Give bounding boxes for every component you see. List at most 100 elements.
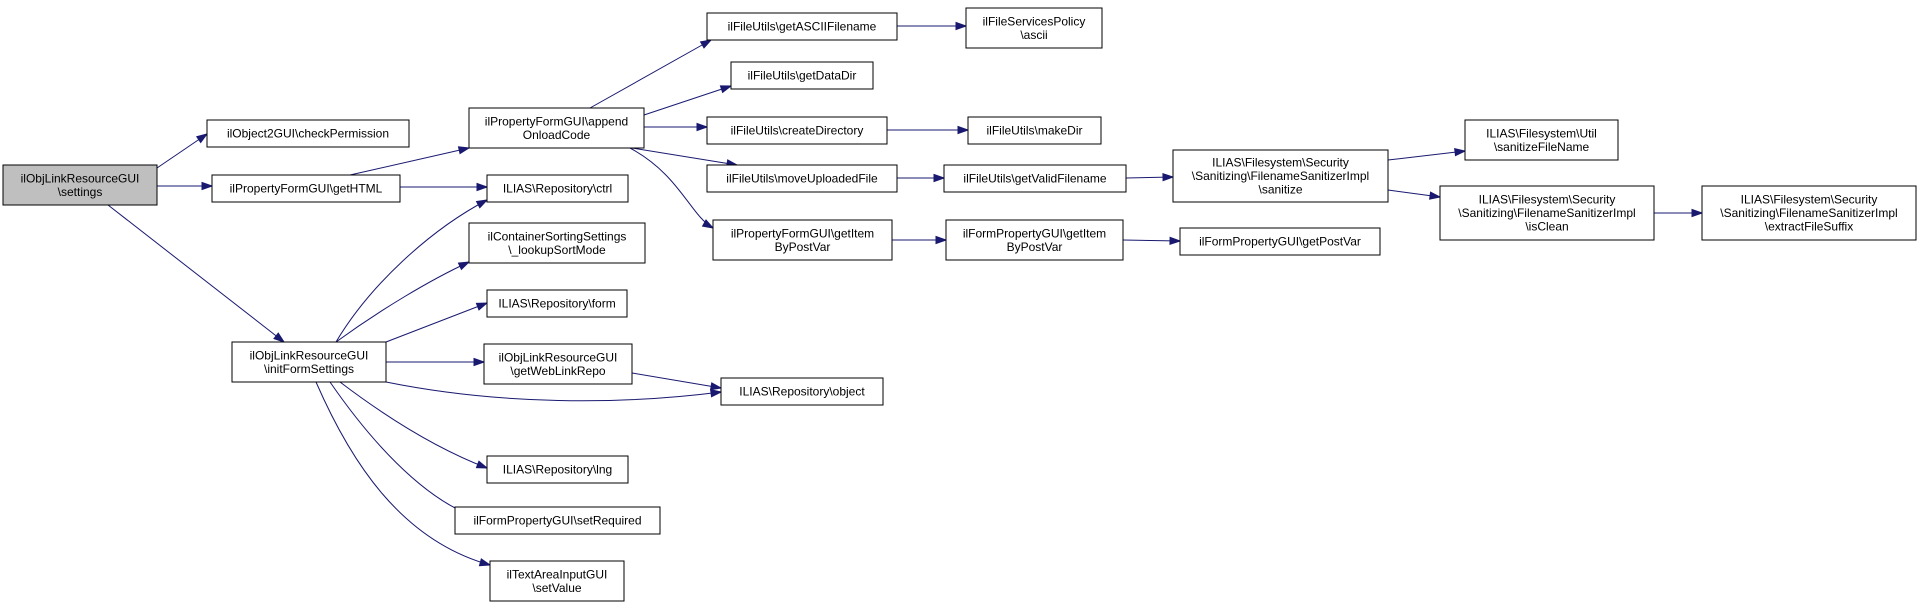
arrowhead-icon: [475, 302, 489, 311]
node-label: ilTextAreaInputGUI: [507, 567, 608, 581]
node-box: [206, 119, 410, 148]
node-label: ilObjLinkResourceGUI: [250, 348, 369, 362]
function-node[interactable]: ILIAS\Repository\lng: [486, 455, 629, 484]
function-node[interactable]: ilObject2GUI\checkPermission: [206, 119, 410, 148]
node-label: ilFileUtils\createDirectory: [731, 124, 864, 138]
arrowhead-icon: [475, 199, 489, 209]
node-label: ByPostVar: [1007, 240, 1063, 254]
node-box: [1701, 185, 1917, 241]
call-edge-line: [643, 85, 732, 116]
node-box: [945, 219, 1124, 261]
call-edge-line: [107, 204, 285, 343]
function-node[interactable]: ilFileUtils\createDirectory: [706, 116, 888, 145]
function-node[interactable]: ilFileUtils\getASCIIFilename: [706, 12, 898, 41]
call-edge: [644, 122, 709, 132]
node-box: [1439, 185, 1655, 241]
call-edge-line: [315, 381, 491, 566]
function-node[interactable]: ilFileServicesPolicy\ascii: [965, 7, 1103, 49]
function-node[interactable]: ilFileUtils\moveUploadedFile: [706, 164, 898, 193]
function-node[interactable]: ILIAS\Repository\ctrl: [486, 174, 629, 203]
node-label: ilObjLinkResourceGUI: [21, 171, 140, 185]
node-label: ILIAS\Repository\object: [739, 385, 865, 399]
node-label: ilContainerSortingSettings: [488, 229, 627, 243]
function-node[interactable]: ilFormPropertyGUI\getPostVar: [1179, 227, 1381, 256]
arrowhead-icon: [457, 146, 471, 155]
arrowhead-icon: [709, 382, 723, 391]
call-edge-line: [385, 381, 722, 402]
call-edge: [897, 21, 968, 31]
node-label: \isClean: [1525, 220, 1568, 234]
root-node[interactable]: ilObjLinkResourceGUI\settings: [2, 164, 158, 206]
node-box: [967, 116, 1102, 145]
function-node[interactable]: ILIAS\Filesystem\Security\Sanitizing\Fil…: [1172, 149, 1389, 203]
node-label: \Sanitizing\FilenameSanitizerImpl: [1720, 206, 1897, 220]
call-edge: [629, 147, 715, 229]
node-label: ilPropertyFormGUI\append: [485, 114, 628, 128]
arrowhead-icon: [1162, 173, 1175, 182]
call-edge: [400, 182, 489, 192]
arrowhead-icon: [1691, 208, 1704, 218]
node-box: [454, 506, 661, 535]
node-label: ILIAS\Repository\form: [498, 297, 615, 311]
function-node[interactable]: ilPropertyFormGUI\getHTML: [211, 174, 401, 203]
node-label: ByPostVar: [775, 240, 831, 254]
node-label: ilFileUtils\moveUploadedFile: [726, 172, 878, 186]
function-node[interactable]: ILIAS\Repository\form: [486, 289, 628, 318]
node-box: [486, 174, 629, 203]
function-node[interactable]: ilFileUtils\getDataDir: [730, 61, 874, 90]
call-edge: [349, 146, 471, 176]
node-label: \sanitize: [1258, 183, 1302, 197]
arrowhead-icon: [273, 332, 286, 343]
node-label: \Sanitizing\FilenameSanitizerImpl: [1458, 206, 1635, 220]
function-node[interactable]: ILIAS\Filesystem\Util\sanitizeFileName: [1464, 119, 1619, 161]
node-box: [1179, 227, 1381, 256]
arrowhead-icon: [1169, 236, 1182, 246]
node-label: ilObject2GUI\checkPermission: [227, 127, 389, 141]
call-edge: [887, 125, 970, 135]
node-box: [2, 164, 158, 206]
arrowhead-icon: [710, 389, 723, 398]
node-label: \setValue: [532, 581, 581, 595]
arrowhead-icon: [935, 235, 948, 245]
function-node[interactable]: ILIAS\Filesystem\Security\Sanitizing\Fil…: [1439, 185, 1655, 241]
node-label: ilFileUtils\makeDir: [986, 124, 1082, 138]
function-node[interactable]: ilObjLinkResourceGUI\getWebLinkRepo: [483, 343, 633, 385]
call-edge: [589, 39, 713, 109]
arrowhead-icon: [473, 357, 486, 367]
node-label: ilFormPropertyGUI\getPostVar: [1199, 235, 1361, 249]
arrowhead-icon: [201, 181, 214, 191]
call-edge-line: [631, 147, 738, 166]
function-node[interactable]: ILIAS\Repository\object: [720, 377, 884, 406]
function-node[interactable]: ILIAS\Filesystem\Security\Sanitizing\Fil…: [1701, 185, 1917, 241]
function-node[interactable]: ilTextAreaInputGUI\setValue: [489, 560, 625, 602]
arrowhead-icon: [1454, 148, 1467, 157]
call-edge: [631, 372, 723, 391]
call-edge-line: [629, 147, 714, 229]
call-edge: [156, 133, 209, 169]
function-node[interactable]: ilFileUtils\getValidFilename: [943, 164, 1127, 193]
arrowhead-icon: [478, 558, 492, 567]
call-edge: [339, 381, 489, 469]
node-box: [1464, 119, 1619, 161]
call-edge: [1654, 208, 1704, 218]
function-node[interactable]: ilFileUtils\makeDir: [967, 116, 1102, 145]
call-edge: [107, 204, 286, 343]
node-label: OnloadCode: [523, 128, 591, 142]
function-node[interactable]: ilContainerSortingSettings\_lookupSortMo…: [468, 222, 646, 264]
function-node[interactable]: ilObjLinkResourceGUI\initFormSettings: [231, 341, 387, 383]
node-label: \extractFileSuffix: [1765, 220, 1853, 234]
node-label: ILIAS\Repository\ctrl: [503, 182, 612, 196]
node-box: [468, 222, 646, 264]
call-edge: [892, 235, 948, 245]
call-edge: [643, 85, 733, 116]
function-node[interactable]: ilFormPropertyGUI\setRequired: [454, 506, 661, 535]
arrowhead-icon: [696, 122, 709, 132]
arrowhead-icon: [699, 39, 713, 49]
node-label: ILIAS\Filesystem\Security: [1741, 193, 1878, 207]
node-box: [489, 560, 625, 602]
node-box: [706, 12, 898, 41]
